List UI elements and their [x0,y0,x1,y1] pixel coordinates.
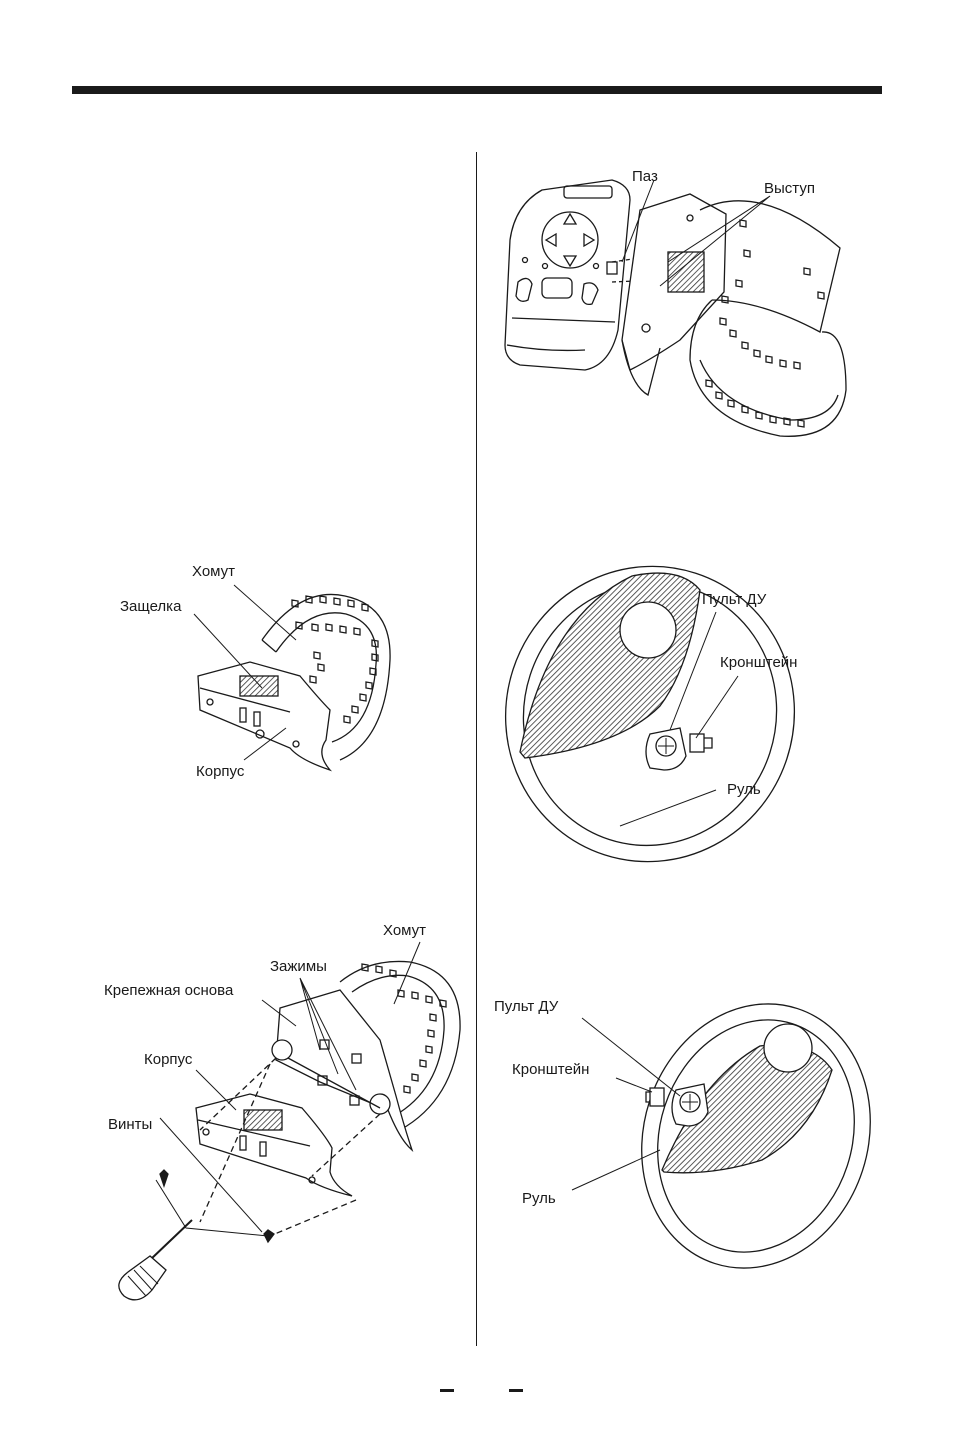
remote-bracket-illustration [505,180,846,436]
footer-mark-right [509,1389,523,1392]
steering-wheel-illustration-right [467,529,832,900]
clamp-latch-illustration [194,585,390,770]
label-clamp: Хомут [192,563,235,581]
label-clamp-2: Хомут [383,922,426,940]
label-wheel-2: Руль [522,1190,556,1208]
footer-mark-left [440,1389,454,1392]
label-bracket: Кронштейн [720,654,797,672]
label-remote: Пульт ДУ [702,591,766,609]
label-latch: Защелка [120,598,181,616]
label-tab: Выступ [764,180,815,198]
steering-wheel-illustration-left [572,974,904,1298]
label-remote-2: Пульт ДУ [494,998,558,1016]
label-clips: Зажимы [270,958,327,976]
label-mount-base: Крепежная основа [104,982,233,1000]
label-screws: Винты [108,1116,152,1134]
label-groove: Паз [632,168,658,186]
label-wheel: Руль [727,781,761,799]
label-body: Корпус [196,763,244,781]
label-body-2: Корпус [144,1051,192,1069]
label-bracket-2: Кронштейн [512,1061,589,1079]
